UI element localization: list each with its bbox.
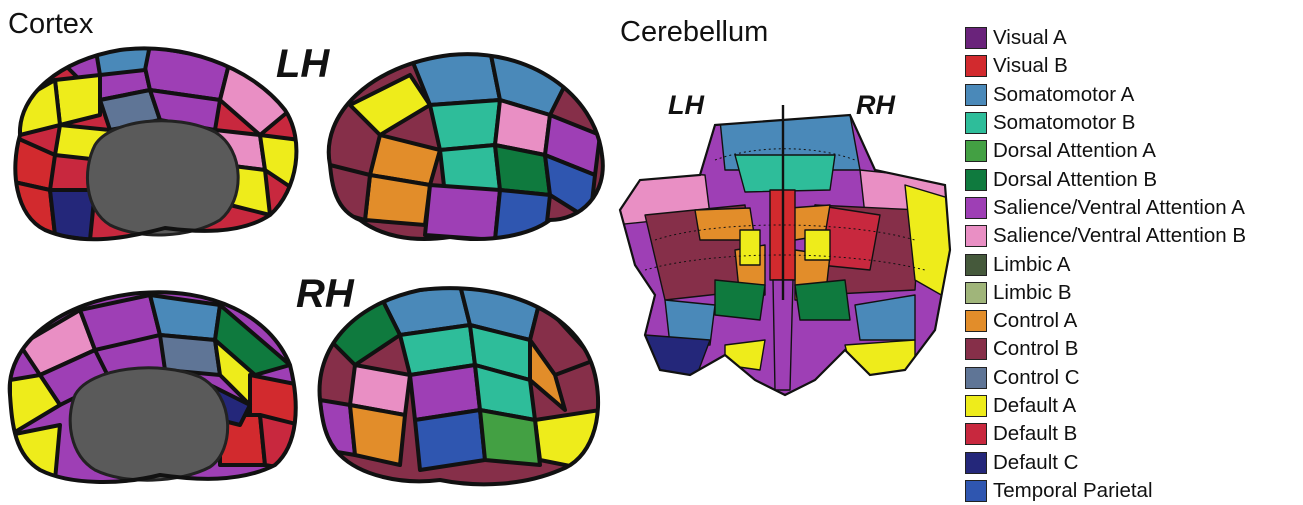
legend-swatch [965,282,987,304]
legend-swatch [965,169,987,191]
legend-item: Visual B [965,52,1300,80]
legend-item: Limbic B [965,279,1300,307]
legend-item: Salience/Ventral Attention B [965,222,1300,250]
legend-label: Somatomotor A [993,83,1134,107]
legend-swatch [965,225,987,247]
legend-label: Control C [993,366,1080,390]
legend-item: Somatomotor B [965,109,1300,137]
legend-swatch [965,367,987,389]
legend-label: Salience/Ventral Attention A [993,196,1245,220]
legend-label: Temporal Parietal [993,479,1153,503]
legend-swatch [965,197,987,219]
legend-item: Control B [965,335,1300,363]
legend-label: Control A [993,309,1077,333]
legend-item: Temporal Parietal [965,477,1300,505]
legend-item: Dorsal Attention A [965,137,1300,165]
legend-swatch [965,310,987,332]
legend-label: Somatomotor B [993,111,1135,135]
legend-item: Default B [965,420,1300,448]
legend-swatch [965,112,987,134]
legend-swatch [965,423,987,445]
legend-swatch [965,338,987,360]
legend-swatch [965,27,987,49]
cerebellum-flatmap [615,100,955,400]
legend-swatch [965,452,987,474]
legend-label: Salience/Ventral Attention B [993,224,1246,248]
legend-item: Control C [965,364,1300,392]
cerebellum-title: Cerebellum [620,16,768,49]
legend-item: Salience/Ventral Attention A [965,194,1300,222]
legend-swatch [965,140,987,162]
legend-item: Dorsal Attention B [965,165,1300,193]
legend-label: Visual A [993,26,1067,50]
legend-label: Limbic B [993,281,1072,305]
lh-medial-brain [0,40,300,245]
legend-swatch [965,254,987,276]
legend-label: Default B [993,422,1077,446]
rh-lateral-brain [310,280,605,490]
legend-item: Limbic A [965,250,1300,278]
legend-item: Default A [965,392,1300,420]
legend-item: Default C [965,448,1300,476]
legend-swatch [965,395,987,417]
legend-label: Dorsal Attention B [993,168,1157,192]
legend-swatch [965,480,987,502]
cortex-title: Cortex [8,8,93,41]
legend-swatch [965,84,987,106]
lh-lateral-brain [310,45,610,250]
legend-label: Default C [993,451,1078,475]
legend-label: Control B [993,337,1078,361]
legend-label: Dorsal Attention A [993,139,1156,163]
legend-label: Default A [993,394,1076,418]
legend-label: Limbic A [993,253,1070,277]
legend-item: Control A [965,307,1300,335]
legend-item: Visual A [965,24,1300,52]
legend-swatch [965,55,987,77]
rh-medial-brain [0,285,300,490]
legend-label: Visual B [993,54,1068,78]
network-legend: Visual A Visual B Somatomotor A Somatomotor… [965,24,1300,505]
legend-item: Somatomotor A [965,81,1300,109]
